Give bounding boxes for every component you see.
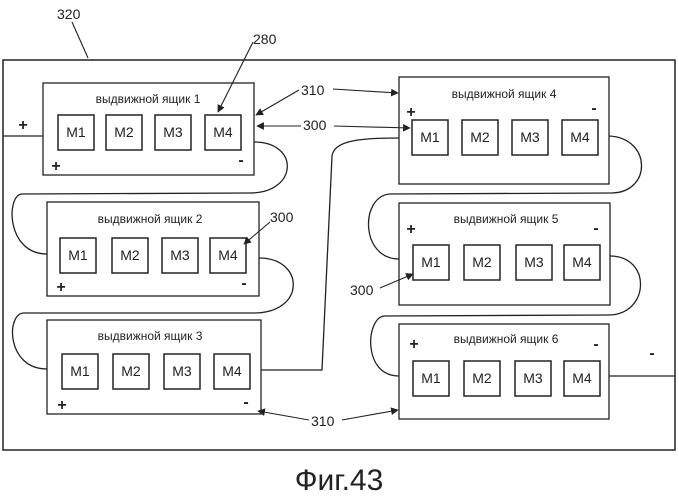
- drawer-4-module-3: M3: [512, 120, 548, 155]
- drawer-3-module-2-label: M2: [121, 363, 141, 379]
- drawer-6-module-1: M1: [413, 361, 449, 396]
- drawer-1-module-2-label: M2: [114, 124, 134, 140]
- drawer-2-module-1: M1: [60, 238, 96, 273]
- ref-leader-drawer-link-bottom-left: [258, 411, 309, 420]
- drawer-3-title: выдвижной ящик 3: [98, 329, 203, 343]
- drawer-6-module-3: M3: [515, 361, 551, 396]
- drawer-2-minus-sign: -: [241, 275, 246, 292]
- drawer-3-minus-sign: -: [243, 394, 248, 411]
- drawer-5-title: выдвижной ящик 5: [454, 212, 559, 226]
- drawer-4-minus-sign: -: [591, 100, 596, 117]
- drawer-3-module-1-label: M1: [70, 363, 90, 379]
- drawer-5-module-2-label: M2: [472, 254, 492, 270]
- main-minus-sign: -: [649, 345, 654, 362]
- drawer-2-module-4-label: M4: [218, 247, 238, 263]
- ref-leader-drawer-link-top-right: [333, 89, 398, 93]
- ref-leader-drawer-link-bottom-right: [342, 410, 398, 420]
- drawer-4-module-2: M2: [462, 120, 498, 155]
- ref-label-module-a: 280: [253, 31, 277, 47]
- ref-label-module-b-low: 300: [350, 282, 374, 298]
- drawer-4-plus-sign: +: [406, 104, 415, 121]
- drawer-2-module-2-label: M2: [120, 247, 140, 263]
- ref-label-drawer-link-top: 310: [301, 82, 325, 98]
- drawer-2-module-3-label: M3: [170, 247, 190, 263]
- main-plus-sign: +: [18, 117, 27, 134]
- drawer-1-module-3: M3: [155, 115, 191, 150]
- drawer-5-module-2: M2: [464, 245, 500, 280]
- drawer-2-module-3: M3: [162, 238, 198, 273]
- ref-leader-enclosure: [72, 22, 88, 58]
- drawer-4-module-1: M1: [412, 120, 448, 155]
- drawer-6-module-2-label: M2: [472, 370, 492, 386]
- drawer-1-module-1-label: M1: [66, 124, 86, 140]
- drawer-1: выдвижной ящик 1 M1 M2 M3 M4 + -: [43, 83, 254, 175]
- drawer-6-title: выдвижной ящик 6: [454, 332, 559, 346]
- drawer-1-title: выдвижной ящик 1: [96, 92, 201, 106]
- drawer-6-minus-sign: -: [593, 336, 598, 353]
- drawer-2: выдвижной ящик 2 M1 M2 M3 M4 + -: [47, 202, 259, 296]
- ref-leader-drawer-link-top-left: [256, 90, 299, 115]
- ref-label-module-b-top: 300: [303, 117, 327, 133]
- drawer-5-module-3: M3: [516, 245, 552, 280]
- drawer-4-module-4: M4: [562, 120, 598, 155]
- drawer-6-module-1-label: M1: [421, 370, 441, 386]
- drawer-6-module-2: M2: [464, 361, 500, 396]
- drawer-4-module-1-label: M1: [420, 129, 440, 145]
- drawer-3-module-1: M1: [62, 354, 98, 389]
- drawer-5: выдвижной ящик 5 M1 M2 M3 M4 + -: [399, 203, 610, 305]
- drawer-1-module-3-label: M3: [163, 124, 183, 140]
- drawer-3-module-2: M2: [113, 354, 149, 389]
- drawer-5-plus-sign: +: [406, 221, 415, 238]
- drawer-5-module-4-label: M4: [572, 254, 592, 270]
- wire-drawer3-to-drawer4: [261, 138, 399, 370]
- drawer-6-module-4-label: M4: [572, 370, 592, 386]
- drawer-3-module-4-label: M4: [222, 363, 242, 379]
- drawer-3-module-3: M3: [164, 354, 200, 389]
- drawer-5-module-1: M1: [413, 245, 449, 280]
- drawer-1-minus-sign: -: [238, 152, 243, 169]
- drawer-3: выдвижной ящик 3 M1 M2 M3 M4 + -: [47, 320, 261, 414]
- drawer-6-module-4: M4: [564, 361, 600, 396]
- ref-label-drawer-link-bottom: 310: [311, 413, 335, 429]
- drawer-2-module-2: M2: [112, 238, 148, 273]
- drawer-1-module-2: M2: [106, 115, 142, 150]
- drawer-6: выдвижной ящик 6 M1 M2 M3 M4 + -: [399, 324, 609, 419]
- drawer-5-module-4: M4: [564, 245, 600, 280]
- drawer-2-plus-sign: +: [56, 279, 65, 296]
- drawer-5-module-3-label: M3: [524, 254, 544, 270]
- drawer-4-module-4-label: M4: [570, 129, 590, 145]
- drawer-6-module-3-label: M3: [523, 370, 543, 386]
- drawer-3-module-4: M4: [214, 354, 250, 389]
- drawer-2-module-4: M4: [210, 238, 246, 273]
- ref-label-module-b-mid: 300: [270, 209, 294, 225]
- drawer-2-title: выдвижной ящик 2: [98, 212, 203, 226]
- drawer-1-plus-sign: +: [51, 158, 60, 175]
- drawer-3-module-3-label: M3: [172, 363, 192, 379]
- drawer-2-module-1-label: M1: [68, 247, 88, 263]
- drawer-3-plus-sign: +: [57, 397, 66, 414]
- drawer-5-minus-sign: -: [593, 220, 598, 237]
- drawer-4-title: выдвижной ящик 4: [452, 87, 557, 101]
- drawer-4-module-2-label: M2: [470, 129, 490, 145]
- drawer-5-module-1-label: M1: [421, 254, 441, 270]
- figure-caption: Фиг.43: [295, 464, 384, 497]
- drawer-1-module-4: M4: [205, 115, 241, 150]
- drawer-4-module-3-label: M3: [520, 129, 540, 145]
- drawer-1-module-1: M1: [58, 115, 94, 150]
- drawer-1-module-4-label: M4: [213, 124, 233, 140]
- ref-label-enclosure: 320: [57, 6, 81, 22]
- drawer-6-plus-sign: +: [409, 336, 418, 353]
- drawer-4: выдвижной ящик 4 M1 M2 M3 M4 + -: [399, 77, 609, 184]
